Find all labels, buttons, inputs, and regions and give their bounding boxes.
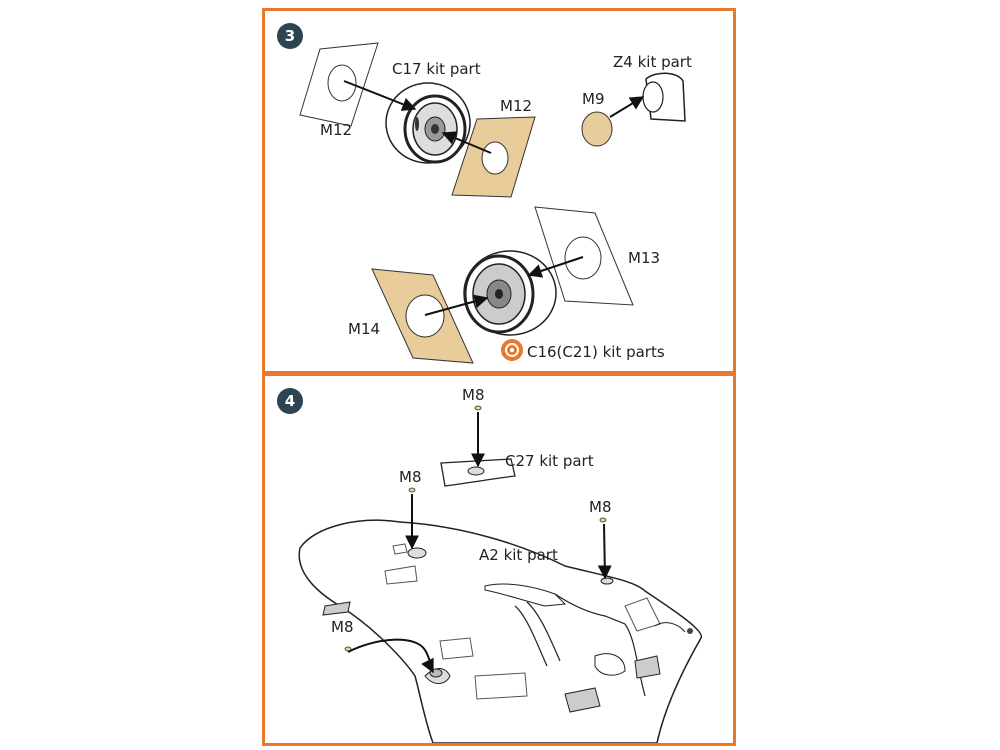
- m8-dot-top: [474, 405, 482, 411]
- arrow-m8-to-a2-right: [597, 523, 612, 580]
- arrow-m8-to-a2-bottom: [347, 638, 434, 674]
- m14-tan-mask: [371, 268, 474, 364]
- arrow-m14-to-c16: [424, 294, 489, 316]
- z4-part: [642, 72, 686, 122]
- step-3-badge: 3: [277, 23, 303, 49]
- m8-dot-left: [408, 487, 416, 493]
- arrow-m12-to-c17: [343, 80, 417, 111]
- m12-tan-mask: [451, 116, 536, 198]
- label-m8-bottom: M8: [331, 618, 354, 636]
- label-m13: M13: [628, 249, 660, 267]
- label-m12-left: M12: [320, 121, 352, 139]
- arrow-m13-to-c16: [527, 256, 584, 278]
- m12-white-mask: [299, 42, 379, 127]
- c16-wheel: [463, 250, 557, 336]
- step-4-badge: 4: [277, 388, 303, 414]
- label-c27: C27 kit part: [505, 452, 594, 470]
- step-3-panel: 3: [262, 8, 736, 374]
- label-m9: M9: [582, 90, 605, 108]
- label-m12-right: M12: [500, 97, 532, 115]
- step-4-diagram: M8 C27 kit part M8 M8 A2 kit part M8: [298, 386, 702, 743]
- step-3-diagram: M12 C17 kit part M12 Z4 kit part M9 M13 …: [299, 42, 692, 364]
- label-m8-top: M8: [462, 386, 485, 404]
- step-4-panel: 4: [262, 373, 736, 746]
- c17-wheel: [385, 82, 471, 164]
- label-c16: C16(C21) kit parts: [527, 343, 665, 361]
- m9-disc: [581, 111, 613, 147]
- label-a2: A2 kit part: [479, 546, 558, 564]
- label-m8-right: M8: [589, 498, 612, 516]
- label-m8-left: M8: [399, 468, 422, 486]
- m13-white-mask: [534, 206, 634, 306]
- c21-option-icon: [501, 339, 523, 361]
- label-c17: C17 kit part: [392, 60, 481, 78]
- label-z4: Z4 kit part: [613, 53, 692, 71]
- c27-part: [440, 458, 516, 487]
- m8-dot-right: [599, 517, 607, 523]
- arrow-m12-tan-to-c17: [441, 131, 492, 154]
- arrow-m9-to-z4: [609, 96, 645, 118]
- label-m14: M14: [348, 320, 380, 338]
